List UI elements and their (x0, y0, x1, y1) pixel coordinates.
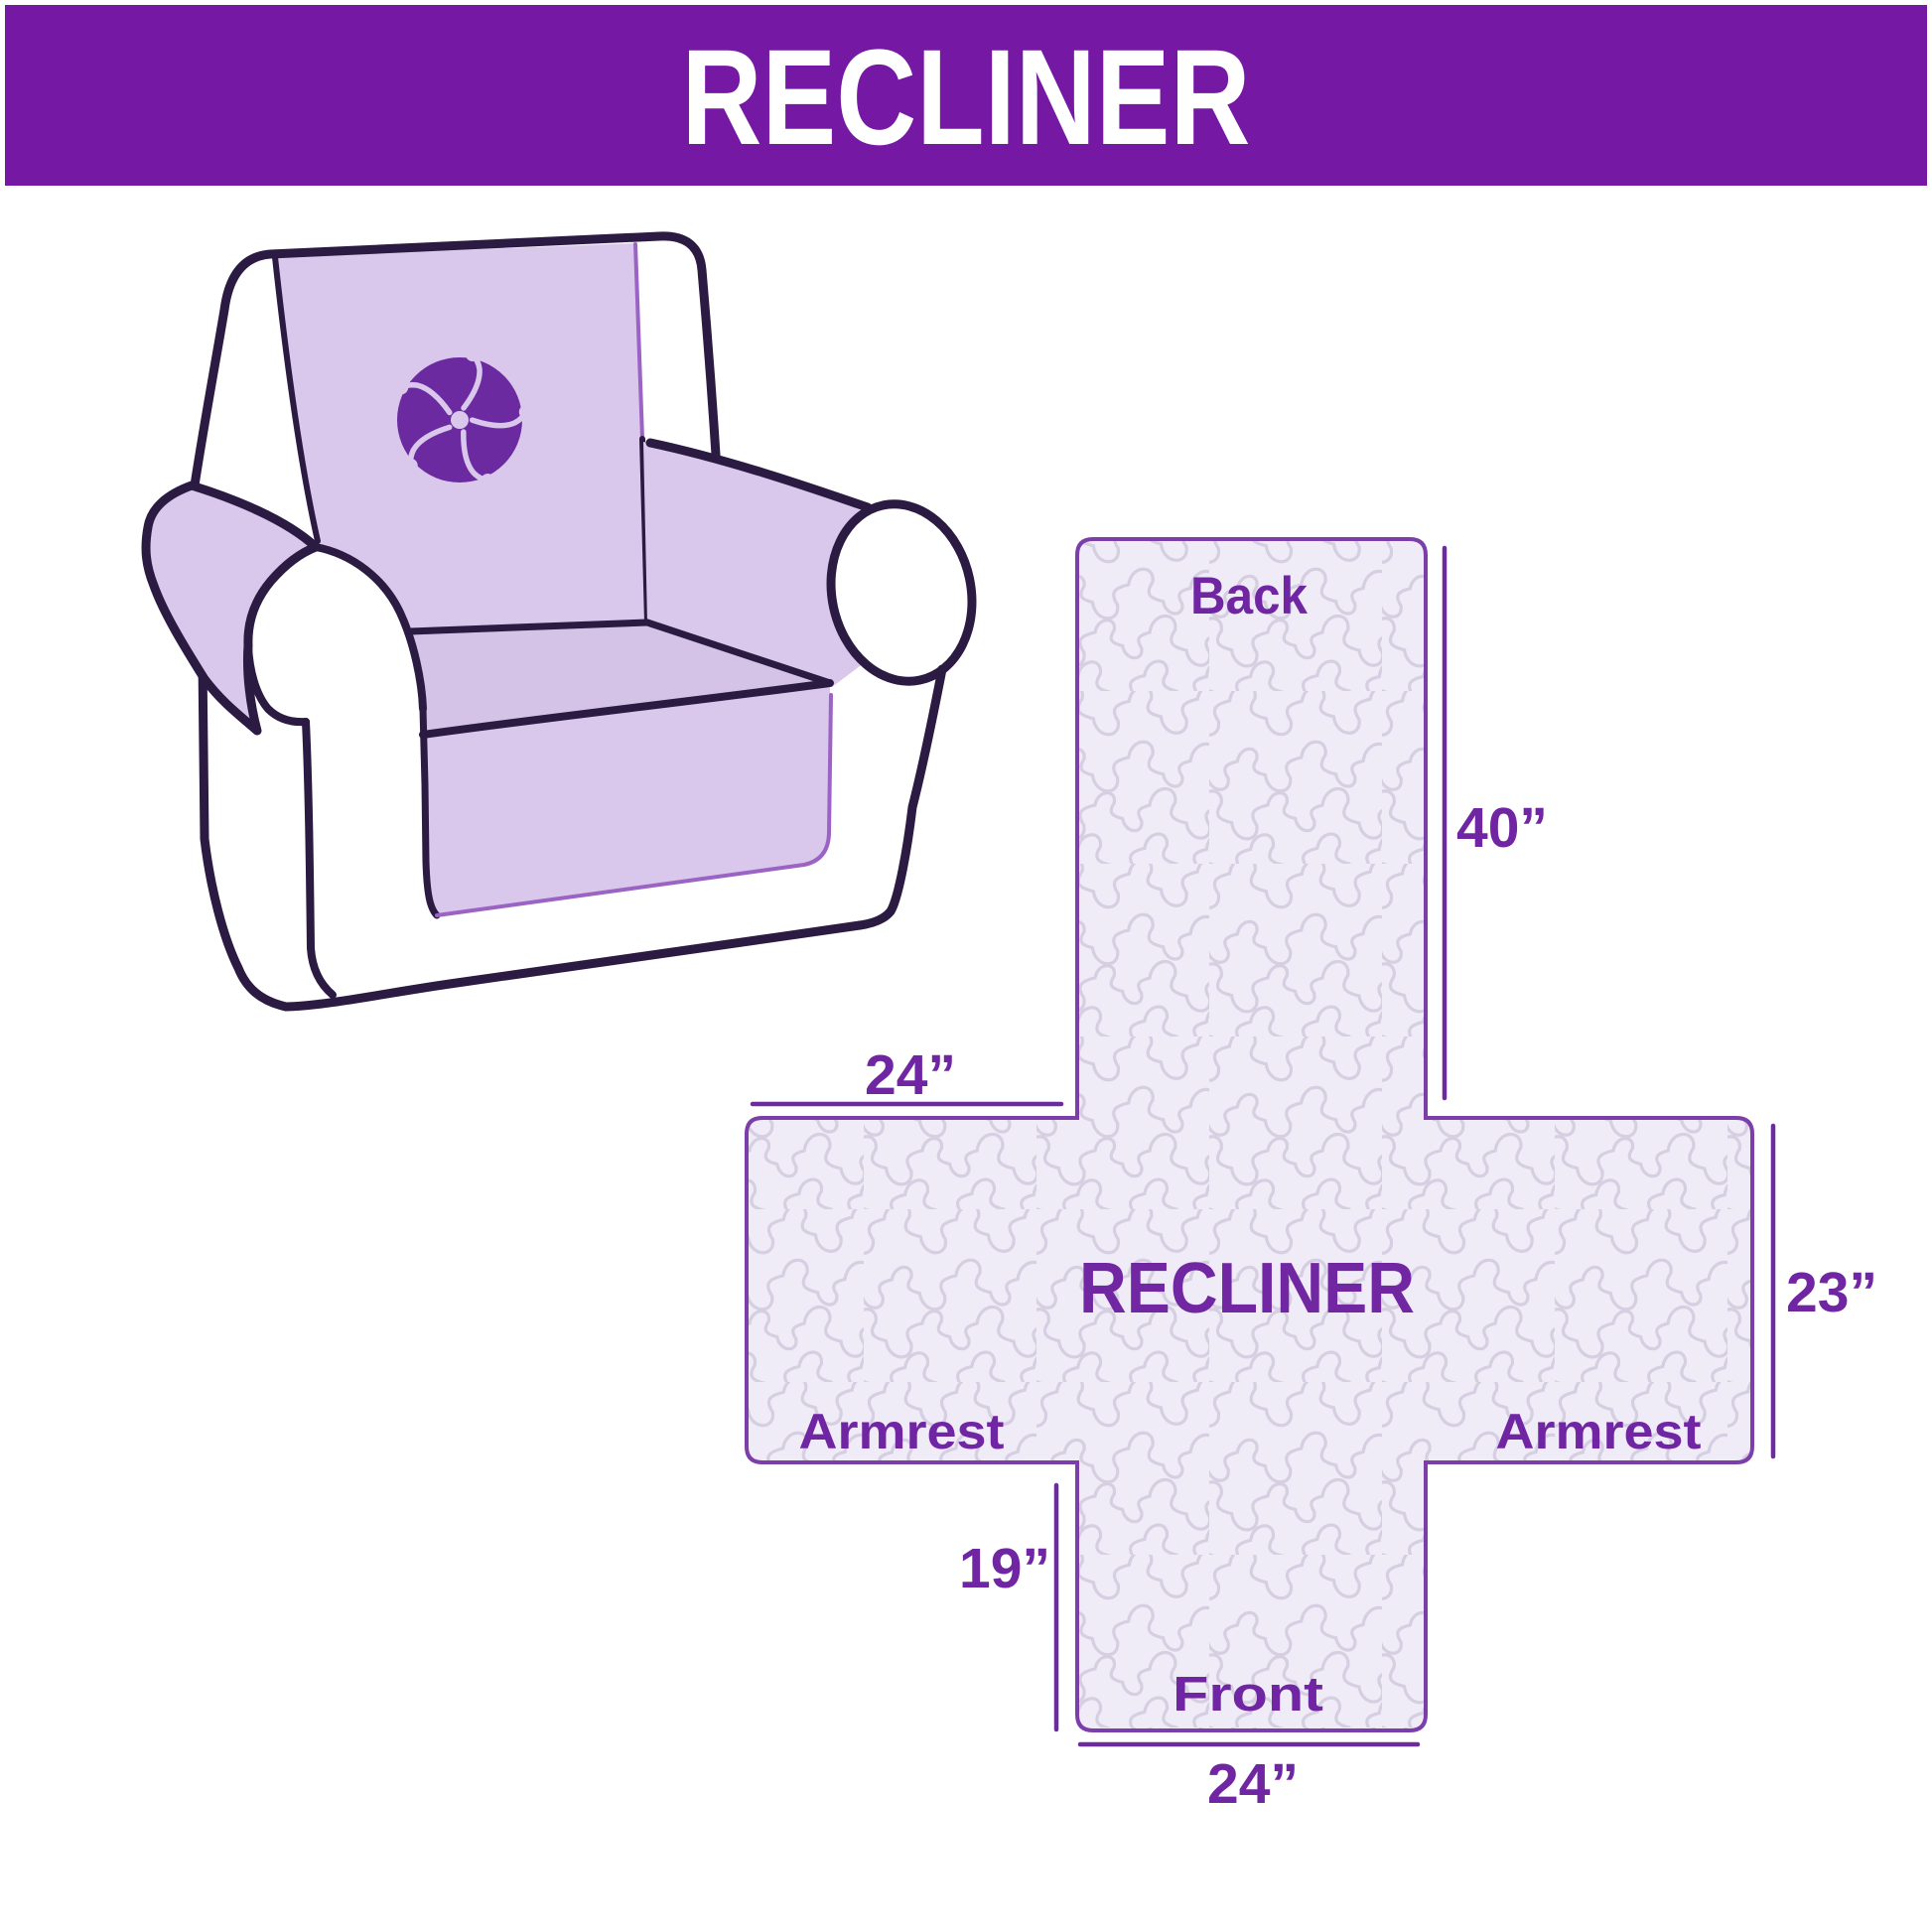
svg-text:RECLINER: RECLINER (682, 22, 1251, 174)
svg-text:24”: 24” (1207, 1752, 1299, 1816)
svg-text:19”: 19” (959, 1537, 1050, 1600)
svg-text:23”: 23” (1786, 1261, 1877, 1324)
svg-text:RECLINER: RECLINER (1079, 1249, 1415, 1328)
svg-text:Armrest: Armrest (1496, 1404, 1702, 1459)
svg-text:Armrest: Armrest (799, 1404, 1005, 1459)
svg-text:Front: Front (1173, 1668, 1323, 1722)
svg-text:24”: 24” (865, 1043, 956, 1107)
svg-text:Back: Back (1190, 567, 1308, 625)
svg-text:40”: 40” (1456, 796, 1548, 860)
